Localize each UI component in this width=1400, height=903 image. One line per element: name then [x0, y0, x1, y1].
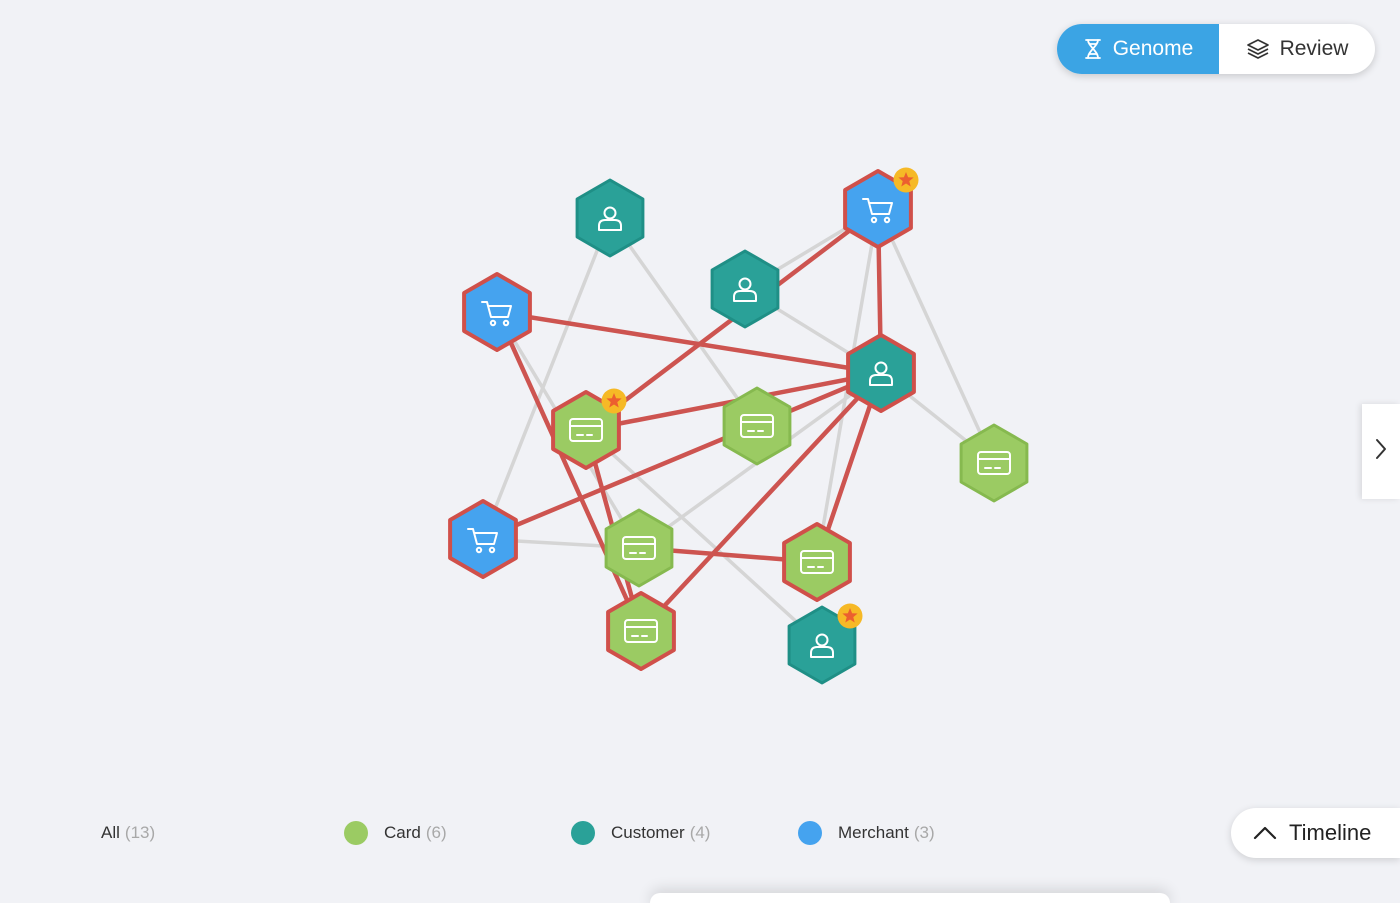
graph-node-card[interactable] — [606, 591, 676, 671]
graph-node-merchant[interactable] — [843, 167, 919, 249]
graph-node-card[interactable] — [959, 423, 1029, 503]
node-hexagon — [722, 386, 792, 466]
shopping-cart-icon — [481, 301, 512, 327]
credit-card-icon — [569, 418, 603, 442]
flagged-edge — [494, 309, 644, 634]
person-icon — [869, 361, 893, 386]
node-hexagon — [606, 591, 676, 671]
star-badge-icon — [893, 167, 919, 193]
graph-node-merchant[interactable] — [448, 499, 518, 579]
legend-filter-merchant[interactable]: Merchant (3) — [798, 820, 935, 846]
node-hexagon — [462, 272, 532, 352]
credit-card-icon — [622, 536, 656, 560]
graph-edge — [876, 207, 996, 465]
bottom-drawer-edge — [650, 893, 1170, 903]
flagged-edge — [494, 309, 884, 376]
genome-label: Genome — [1112, 37, 1194, 60]
node-hexagon — [448, 499, 518, 579]
graph-node-customer[interactable] — [787, 603, 863, 685]
legend-label: Card — [384, 823, 421, 842]
credit-card-icon — [740, 414, 774, 438]
review-toggle-button[interactable]: Review — [1219, 24, 1375, 74]
legend-label: Merchant — [838, 823, 909, 842]
node-hexagon — [604, 508, 674, 588]
person-icon — [810, 633, 834, 658]
graph-node-card[interactable] — [604, 508, 674, 588]
legend-count: (3) — [913, 823, 935, 842]
view-toggle: Genome Review — [1057, 24, 1375, 74]
dna-hourglass-icon — [1083, 38, 1103, 60]
side-panel-expand-tab[interactable] — [1362, 404, 1400, 499]
graph-node-card[interactable] — [551, 388, 627, 470]
legend-filter-customer[interactable]: Customer (4) — [571, 820, 710, 846]
legend-count: (6) — [425, 823, 447, 842]
legend-dot-merchant — [798, 821, 822, 845]
star-badge-icon — [601, 388, 627, 414]
shopping-cart-icon — [467, 528, 498, 554]
chevron-up-icon — [1253, 820, 1277, 846]
legend-filter-card[interactable]: Card (6) — [344, 820, 447, 846]
graph-node-customer[interactable] — [575, 178, 645, 258]
graph-edge — [608, 216, 759, 428]
graph-edge — [481, 216, 612, 541]
timeline-label: Timeline — [1289, 820, 1372, 845]
node-hexagon — [959, 423, 1029, 503]
graph-node-merchant[interactable] — [462, 272, 532, 352]
credit-card-icon — [977, 451, 1011, 475]
graph-edge — [584, 428, 824, 647]
nodes-layer — [448, 167, 1029, 685]
chevron-right-icon — [1374, 437, 1388, 466]
graph-node-card[interactable] — [722, 386, 792, 466]
layers-icon — [1246, 38, 1270, 60]
graph-node-customer[interactable] — [846, 333, 916, 413]
graph-node-customer[interactable] — [710, 249, 780, 329]
shopping-cart-icon — [862, 198, 893, 224]
legend-count: (13) — [124, 823, 156, 842]
person-icon — [733, 277, 757, 302]
person-icon — [598, 206, 622, 231]
credit-card-icon — [800, 550, 834, 574]
credit-card-icon — [624, 619, 658, 643]
review-label: Review — [1279, 37, 1349, 60]
legend-count: (4) — [689, 823, 711, 842]
genome-toggle-button[interactable]: Genome — [1057, 24, 1219, 74]
flagged-edge — [638, 370, 884, 634]
flagged-edge — [480, 370, 884, 542]
legend-label: Customer — [611, 823, 685, 842]
legend-dot-customer — [571, 821, 595, 845]
graph-node-card[interactable] — [782, 522, 852, 602]
legend-filter-all[interactable]: All (13) — [101, 820, 155, 846]
star-badge-icon — [837, 603, 863, 629]
node-hexagon — [782, 522, 852, 602]
legend-label: All — [101, 823, 120, 842]
timeline-toggle-button[interactable]: Timeline — [1231, 808, 1400, 858]
legend-dot-card — [344, 821, 368, 845]
